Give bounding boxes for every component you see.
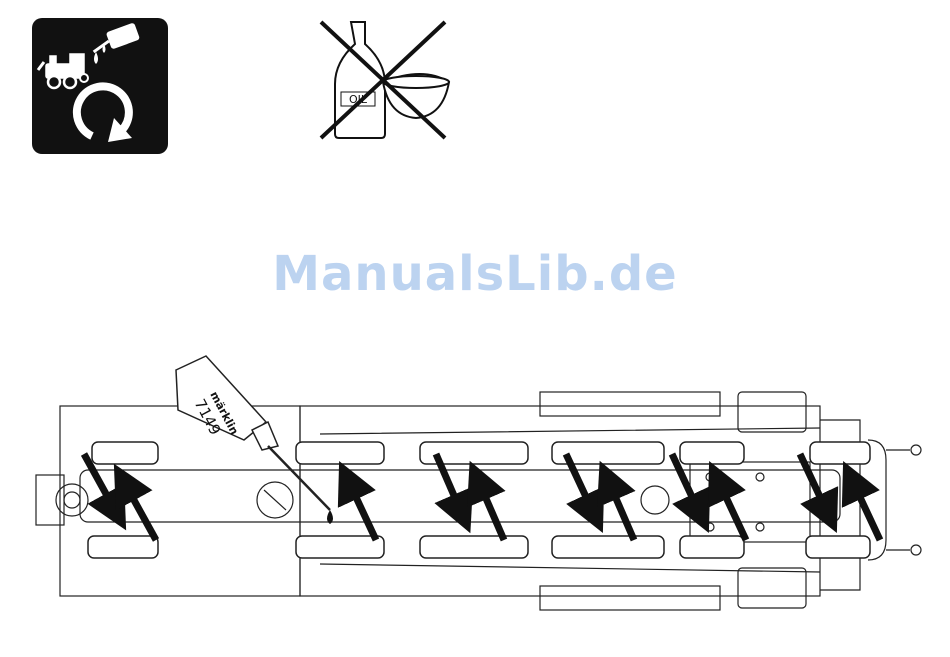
locomotive-lubrication-icon bbox=[32, 18, 168, 154]
no-oil-icon: OIL bbox=[313, 16, 453, 142]
oiler-bottle: märklin 7149 bbox=[176, 356, 333, 524]
locomotive-chassis-diagram: märklin 7149 bbox=[0, 350, 950, 650]
watermark: ManualsLib.de bbox=[0, 246, 950, 302]
